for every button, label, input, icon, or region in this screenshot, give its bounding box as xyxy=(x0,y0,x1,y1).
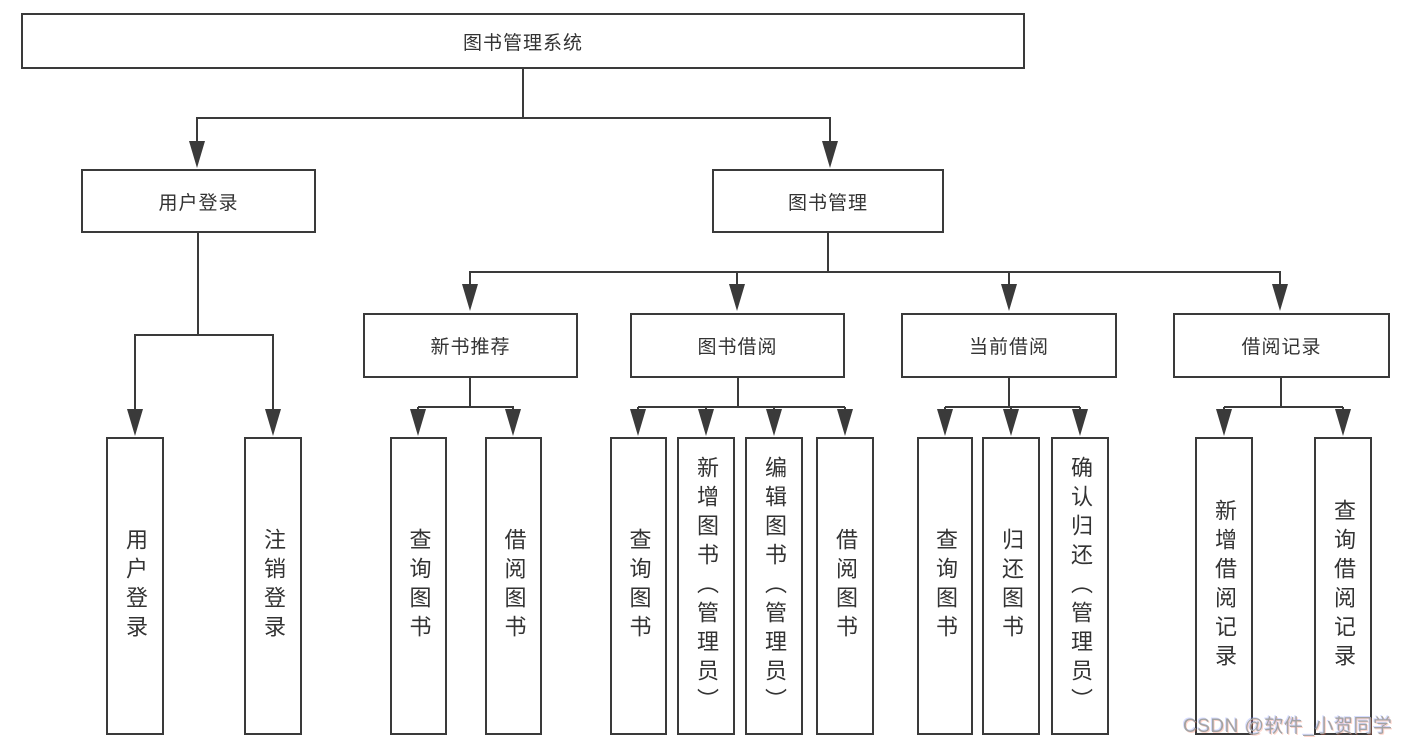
node-book-management: 图书管理 xyxy=(712,169,944,233)
leaf-logout: 注销登录 xyxy=(244,437,302,735)
leaf-query-book-1-label: 查询图书 xyxy=(406,528,432,644)
leaf-add-borrow-record-label: 新增借阅记录 xyxy=(1212,499,1237,673)
node-root-label: 图书管理系统 xyxy=(462,32,583,54)
node-new-book-recommend-label: 新书推荐 xyxy=(430,337,511,358)
leaf-borrow-book-2: 借阅图书 xyxy=(816,437,874,735)
leaf-confirm-return-admin-label: 确认归还（管理员） xyxy=(1068,455,1093,717)
leaf-borrow-book-1-label: 借阅图书 xyxy=(501,528,527,644)
leaf-user-login-label: 用户登录 xyxy=(123,528,148,644)
node-book-borrow: 图书借阅 xyxy=(630,313,845,378)
leaf-return-book: 归还图书 xyxy=(982,437,1040,735)
node-root: 图书管理系统 xyxy=(21,13,1025,69)
leaf-query-book-2: 查询图书 xyxy=(610,437,667,735)
leaf-return-book-label: 归还图书 xyxy=(999,528,1024,644)
csdn-watermark: CSDN @软件_小贺同学 xyxy=(1183,716,1393,737)
leaf-query-book-3-label: 查询图书 xyxy=(933,528,958,644)
leaf-query-borrow-record: 查询借阅记录 xyxy=(1314,437,1372,735)
node-borrow-record: 借阅记录 xyxy=(1173,313,1390,378)
leaf-add-book-admin: 新增图书（管理员） xyxy=(677,437,735,735)
leaf-user-login: 用户登录 xyxy=(106,437,164,735)
leaf-add-borrow-record: 新增借阅记录 xyxy=(1195,437,1253,735)
node-current-borrow-label: 当前借阅 xyxy=(968,337,1049,358)
leaf-add-book-admin-label: 新增图书（管理员） xyxy=(694,455,719,717)
node-current-borrow: 当前借阅 xyxy=(901,313,1117,378)
leaf-borrow-book-2-label: 借阅图书 xyxy=(833,528,858,644)
node-borrow-record-label: 借阅记录 xyxy=(1241,337,1322,358)
leaf-confirm-return-admin: 确认归还（管理员） xyxy=(1051,437,1109,735)
leaf-borrow-book-1: 借阅图书 xyxy=(485,437,542,735)
leaf-query-book-1: 查询图书 xyxy=(390,437,447,735)
leaf-logout-label: 注销登录 xyxy=(261,528,286,644)
node-new-book-recommend: 新书推荐 xyxy=(363,313,578,378)
node-user-login-label: 用户登录 xyxy=(158,192,239,214)
leaf-query-book-3: 查询图书 xyxy=(917,437,973,735)
node-user-login: 用户登录 xyxy=(81,169,316,233)
node-book-management-label: 图书管理 xyxy=(787,192,868,214)
leaf-edit-book-admin: 编辑图书（管理员） xyxy=(745,437,803,735)
node-book-borrow-label: 图书借阅 xyxy=(697,337,778,358)
leaf-query-borrow-record-label: 查询借阅记录 xyxy=(1331,499,1356,673)
leaf-query-book-2-label: 查询图书 xyxy=(626,528,652,644)
leaf-edit-book-admin-label: 编辑图书（管理员） xyxy=(762,455,787,717)
